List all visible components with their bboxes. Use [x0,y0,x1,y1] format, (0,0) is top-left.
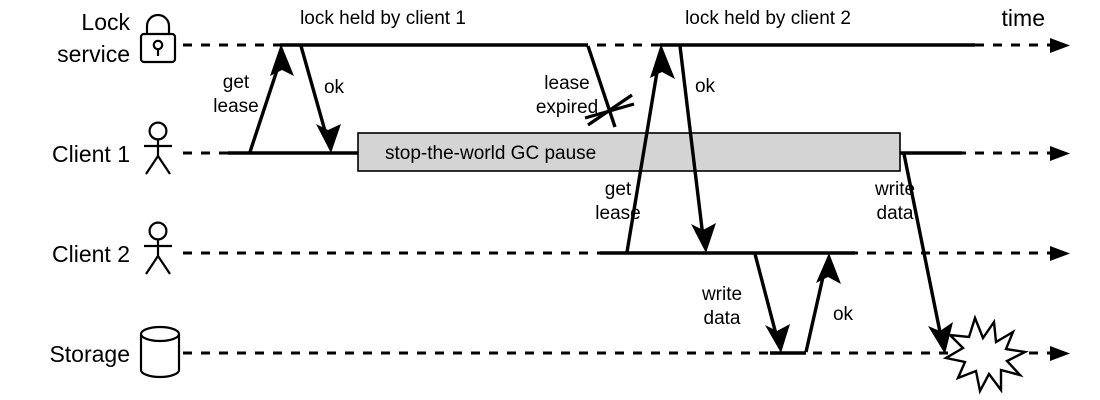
database-cylinder-icon [139,325,181,379]
time-arrow-lock-service [1050,38,1070,53]
arrow-head-get-lease-1 [270,44,294,76]
message-label-get-lease-1-line2: lease [213,96,258,117]
message-write-data-client-2: write data [701,253,790,353]
message-label-ok-1: ok [324,77,345,98]
message-get-lease-1: get lease [213,44,294,153]
message-label-ok-2: ok [695,76,716,97]
lane-label-lock-service-line2: service [57,41,130,67]
message-label-lease-expired-line2: expired [536,97,598,118]
message-label-write-data-client-1-line2: data [877,203,914,224]
time-axis-label: time [1002,5,1045,31]
message-label-write-data-client-2-line1: write [701,284,742,305]
message-label-get-lease-2-line2: lease [595,203,640,224]
lane-label-client-2: Client 2 [52,241,130,267]
arrow-head-get-lease-2 [650,44,675,79]
arrow-head-write-data-client-1 [928,322,953,354]
time-arrow-storage [1050,346,1070,361]
lane-label-lock-service-line1: Lock [81,9,130,35]
lane-client-2: Client 2 [52,221,1070,275]
lane-label-storage: Storage [49,341,130,367]
message-ok-3: ok [804,253,854,353]
gc-pause-rect [357,132,901,172]
time-arrow-client-2 [1050,246,1070,261]
dropped-message-cross-icon [584,93,635,127]
arrow-head-ok-3 [816,253,841,284]
time-arrow-client-1 [1050,146,1070,161]
message-label-get-lease-2-line1: get [605,179,632,200]
stick-figure-icon-client-2 [144,221,172,275]
padlock-icon [139,13,177,64]
span-caption-lock-held-client-2: lock held by client 2 [685,8,851,29]
gc-pause-label: stop-the-world GC pause [385,143,596,164]
message-label-get-lease-1-line1: get [223,72,250,93]
message-label-lease-expired-line1: lease [544,73,589,94]
gc-pause-box: stop-the-world GC pause [357,132,901,172]
span-caption-lock-held-client-1: lock held by client 1 [300,8,466,29]
lane-label-client-1: Client 1 [52,141,130,167]
arrow-head-ok-2 [691,223,716,253]
lane-storage: Storage [49,325,1070,379]
arrow-head-write-data-client-2 [765,324,790,353]
message-label-write-data-client-2-line2: data [704,308,741,329]
arrow-head-ok-1 [316,124,341,153]
conflict-burst-icon [942,314,1029,395]
lane-lock-service: Lock service [57,9,1070,67]
message-label-write-data-client-1-line1: write [874,179,915,200]
message-lease-expired: lease expired [536,45,635,128]
message-get-lease-2: get lease [595,44,675,253]
message-write-data-client-1: write data [874,153,953,354]
message-ok-1: ok [299,45,345,153]
message-ok-2: ok [678,45,716,253]
stick-figure-icon-client-1 [144,121,172,175]
message-label-ok-3: ok [833,304,854,325]
